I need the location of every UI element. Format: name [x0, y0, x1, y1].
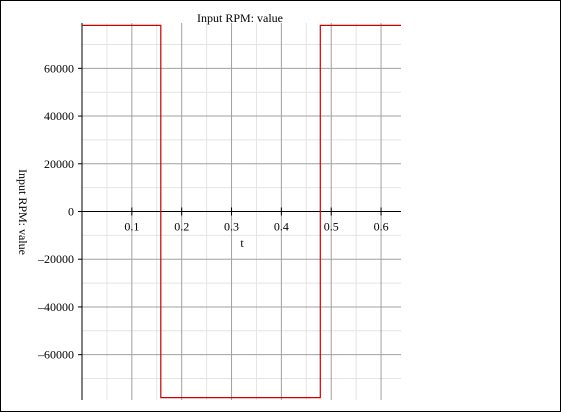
x-tick-label: 0.6 — [374, 220, 389, 234]
x-tick-label: 0.2 — [174, 220, 189, 234]
y-tick-label: 40000 — [44, 109, 74, 123]
x-tick-label: 0.5 — [324, 220, 339, 234]
y-tick-label: 60000 — [44, 61, 74, 75]
x-tick-label: 0.4 — [274, 220, 289, 234]
minor-grid — [82, 23, 401, 400]
y-axis-label: Input RPM: value — [16, 169, 30, 255]
x-tick-label: 0.1 — [124, 220, 139, 234]
series-line — [82, 24, 401, 399]
y-tick-label: –40000 — [37, 300, 74, 314]
y-tick-label: 0 — [68, 205, 74, 219]
y-tick-label: –60000 — [37, 348, 74, 362]
chart-title: Input RPM: value — [197, 11, 283, 25]
y-tick-label: –20000 — [37, 252, 74, 266]
x-axis-label: t — [240, 236, 244, 250]
axes — [81, 23, 401, 400]
y-tick-label: 20000 — [44, 157, 74, 171]
series-layer — [82, 24, 401, 399]
axis-ticks: 0.1 0.2 0.3 0.4 0.5 0.6 –60000 –40000 –20000 0 200… — [37, 61, 389, 361]
x-tick-label: 0.3 — [224, 220, 239, 234]
